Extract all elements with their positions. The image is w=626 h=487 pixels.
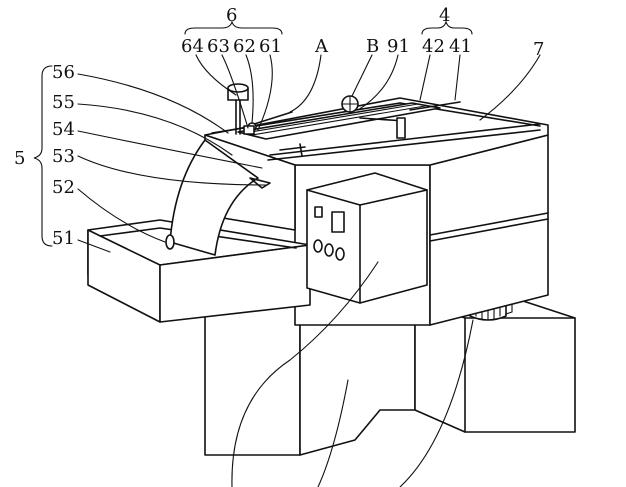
label-5: 5 (14, 148, 25, 169)
label-brackets (33, 20, 473, 247)
label-62: 62 (233, 36, 256, 57)
label-64: 64 (181, 36, 204, 57)
label-61: 61 (259, 36, 282, 57)
label-63: 63 (207, 36, 230, 57)
left-tray (87, 219, 311, 323)
label-56: 56 (52, 62, 75, 83)
detail-b-marker (341, 95, 359, 113)
label-41: 41 (449, 36, 472, 57)
label-51: 51 (52, 228, 75, 249)
label-91: 91 (387, 36, 410, 57)
label-42: 42 (422, 36, 445, 57)
label-54: 54 (52, 119, 75, 140)
label-4: 4 (439, 5, 450, 26)
label-B: B (366, 36, 379, 57)
base-cabinet (204, 299, 416, 456)
label-53: 53 (52, 146, 75, 167)
leader-lines (77, 54, 541, 487)
label-55: 55 (52, 92, 75, 113)
label-7: 7 (533, 39, 544, 60)
label-A: A (314, 36, 329, 57)
clamp-assembly (227, 83, 306, 157)
label-52: 52 (52, 177, 75, 198)
belt-sheet (165, 139, 271, 256)
reference-labels: 6 4 64 63 62 61 A B 91 42 41 7 5 56 55 5… (14, 5, 544, 249)
label-6: 6 (226, 5, 237, 26)
control-box (306, 172, 428, 304)
top-rails (237, 101, 541, 161)
